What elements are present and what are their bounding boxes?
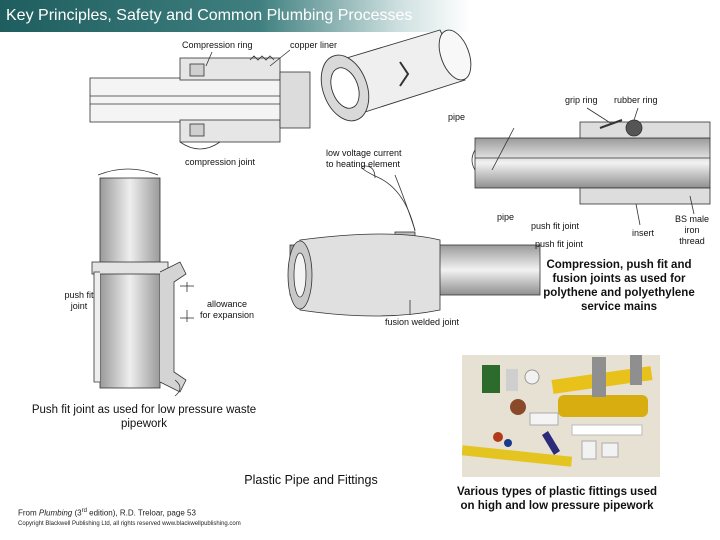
plastic-fittings-photo [462,355,660,477]
label-compression-joint: compression joint [185,157,256,167]
compression-joint-drawing [89,49,311,150]
caption-push-fit-waste: Push fit joint as used for low pressure … [31,404,257,430]
caption-compression-push-fusion: Compression, push fit and fusion joints … [543,259,695,313]
fittings-photo-art [462,355,660,477]
label-pipe-mid: pipe [497,212,515,222]
copper-liner-drawing [320,29,472,122]
label-allowance: allowance for expansion [199,299,255,320]
label-push-fit-joint-a: push fit joint [531,221,580,231]
label-pipe-top: pipe [448,112,466,122]
label-grip-ring: grip ring [565,95,598,105]
label-copper-liner: copper liner [290,40,338,50]
label-rubber-ring: rubber ring [614,95,658,105]
fusion-welded-drawing [287,165,541,317]
page-title: Key Principles, Safety and Common Plumbi… [6,7,413,24]
label-push-fit-joint-b: push fit joint [535,239,584,249]
source-credit: From Plumbing (3rd edition), R.D. Treloa… [18,508,196,518]
push-fit-horizontal-drawing [471,107,711,226]
label-low-voltage: low voltage current to heating element [326,148,402,169]
copyright-notice: Copyright Blackwell Publishing Ltd, all … [18,521,241,527]
label-compression-ring: Compression ring [182,40,253,50]
label-fusion-welded: fusion welded joint [385,317,460,327]
push-fit-vertical-drawing [91,168,194,397]
caption-plastic-pipe-fittings: Plastic Pipe and Fittings [244,473,378,487]
label-push-fit-left: push fit joint [64,290,94,311]
label-insert: insert [632,228,655,238]
caption-various-types: Various types of plastic fittings used o… [456,486,657,512]
title-bar: Key Principles, Safety and Common Plumbi… [0,0,470,32]
label-bs-male-iron-thread: BS male iron thread [674,214,709,246]
